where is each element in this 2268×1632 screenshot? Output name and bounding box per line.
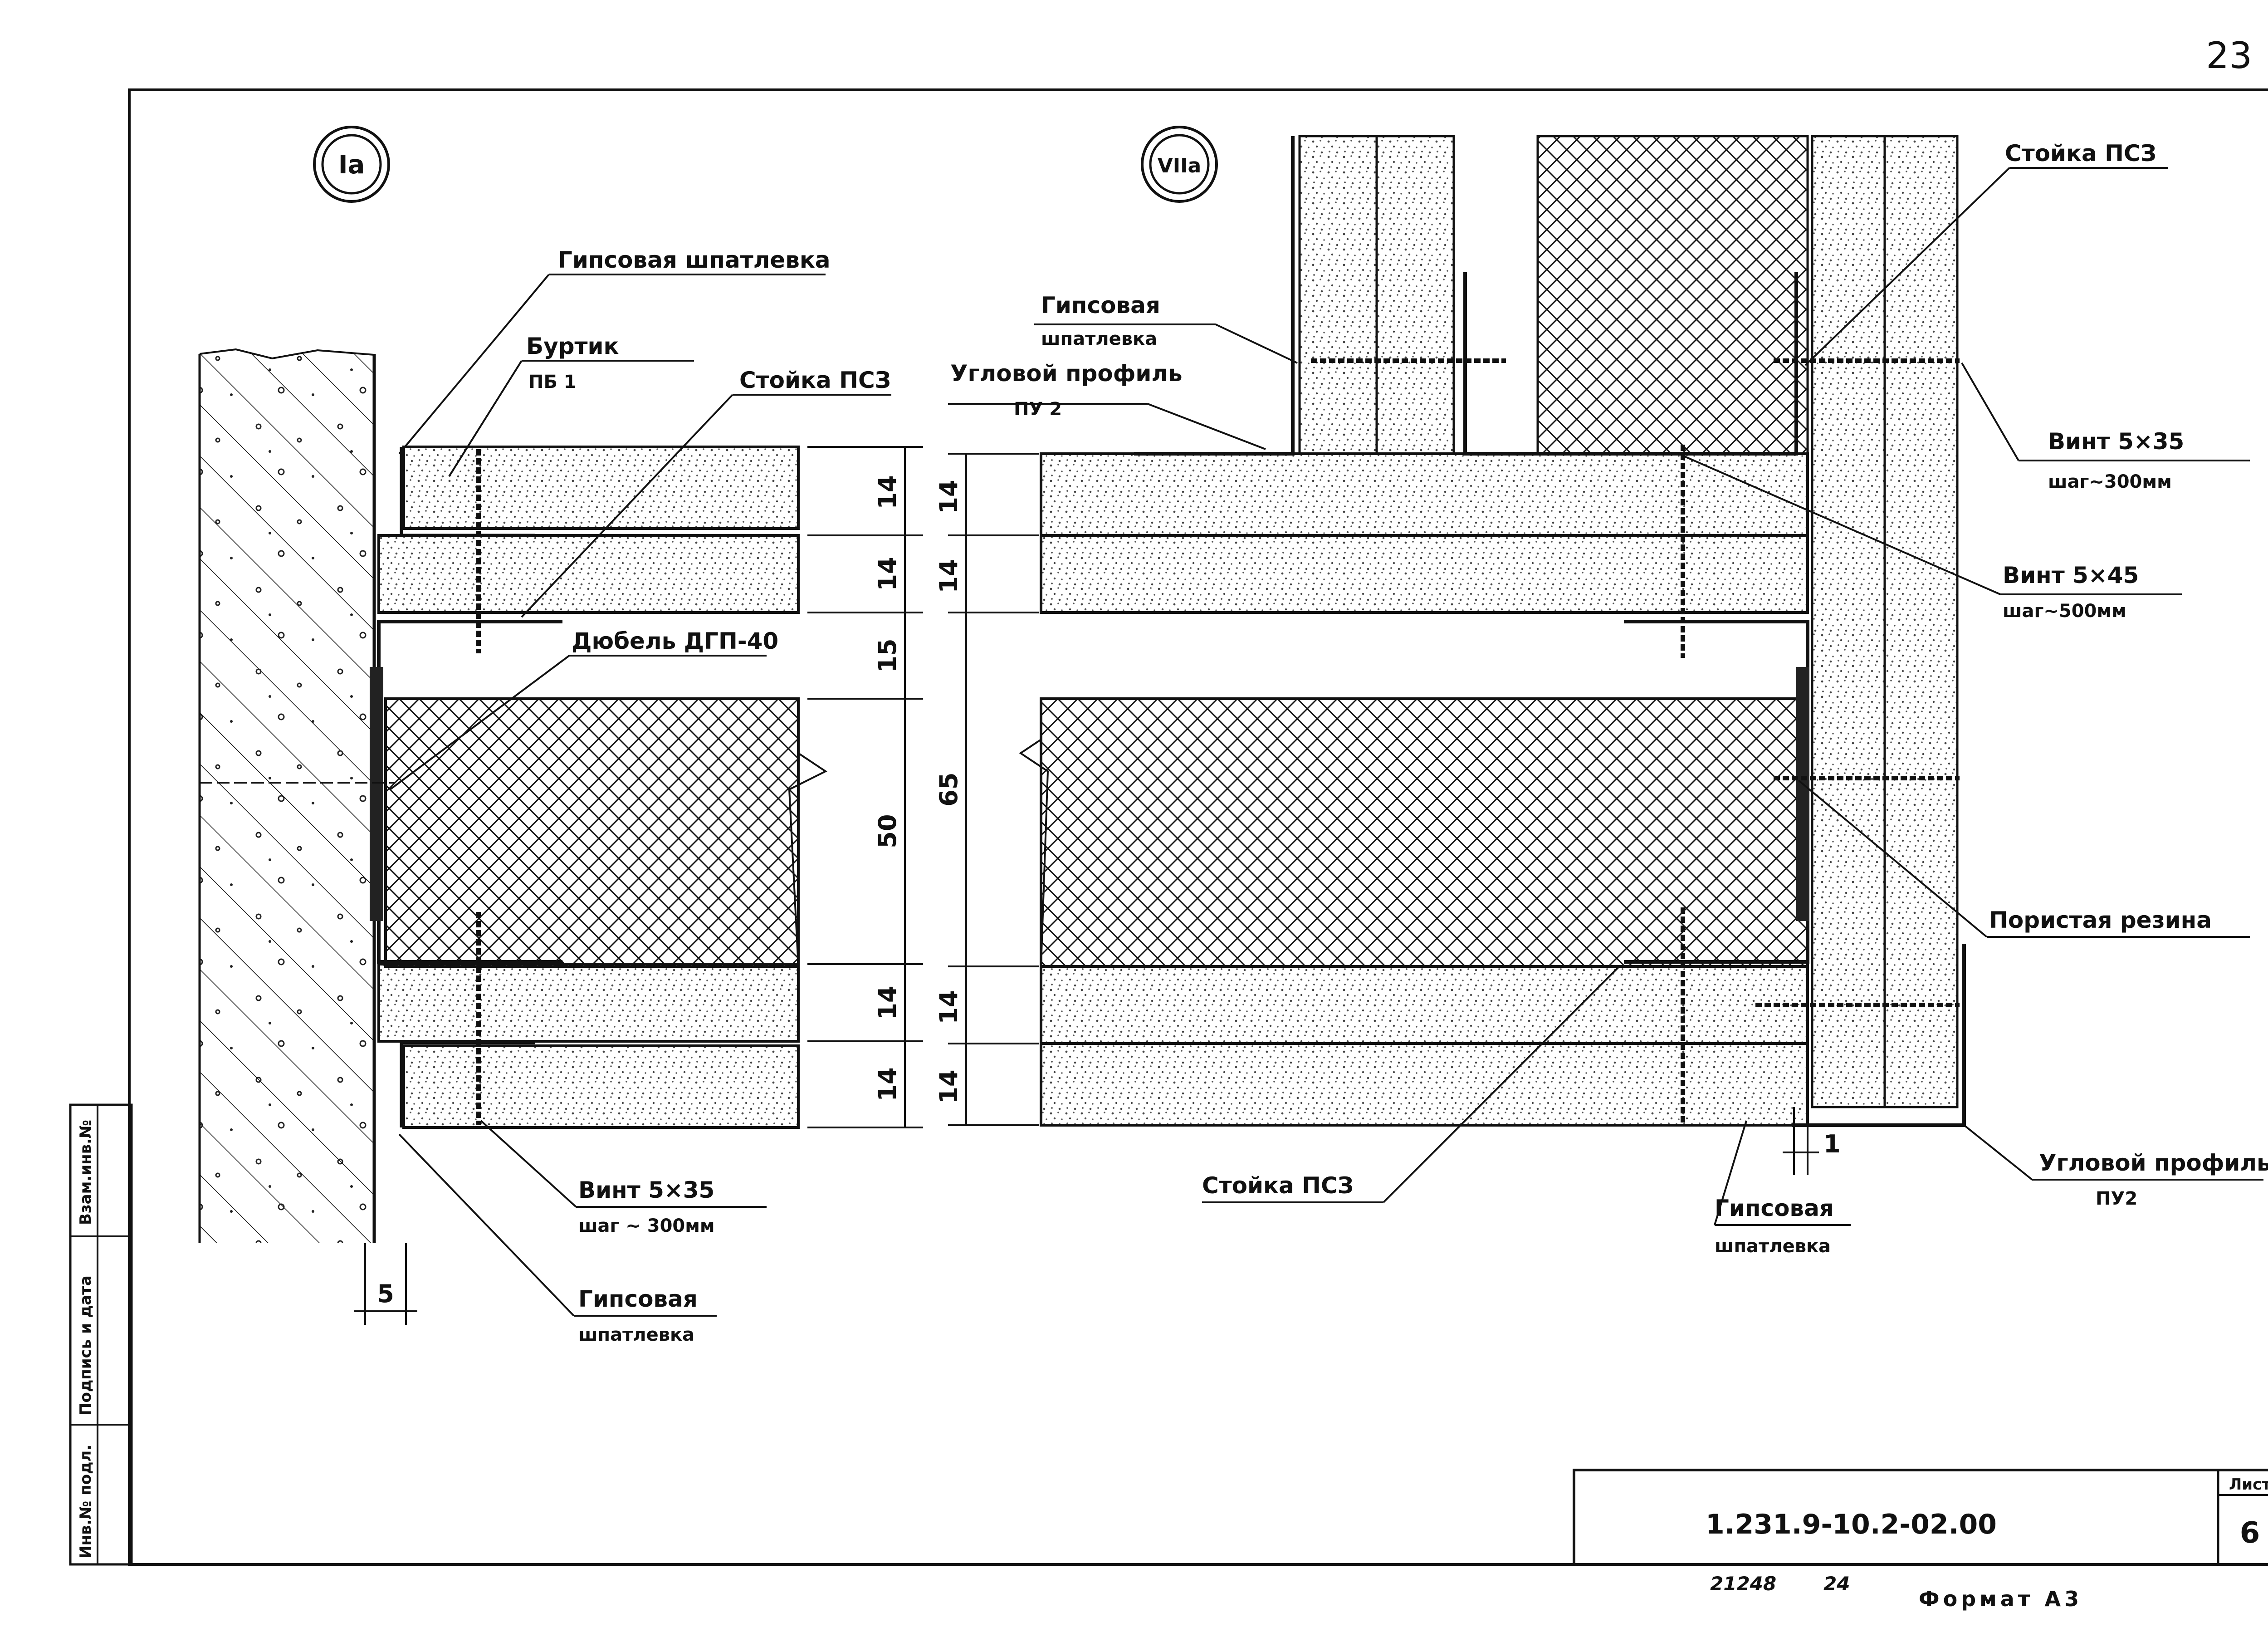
porous-rubber-right bbox=[1796, 667, 1809, 921]
label-bead-sub: ПБ 1 bbox=[528, 372, 577, 392]
porous-rubber-left bbox=[370, 667, 383, 921]
dimension-chain-left bbox=[807, 446, 923, 1128]
dim-right-2: 14 bbox=[934, 559, 963, 593]
label-corner-profile-bottom-sub: ПУ2 bbox=[2096, 1188, 2137, 1209]
sheet-number: 23 bbox=[2206, 34, 2252, 77]
detail-mark-left: Ia bbox=[313, 126, 390, 203]
gap-dimension-right bbox=[1783, 1107, 1819, 1175]
dim-left-1: 14 bbox=[873, 475, 902, 509]
archive-page: 24 bbox=[1823, 1573, 1850, 1595]
label-screw-left: Винт 5×35 bbox=[578, 1177, 714, 1203]
sheet-value: 6 bbox=[2240, 1516, 2260, 1550]
label-putty-top-right: Гипсовая bbox=[1041, 292, 1160, 319]
label-dowel: Дюбель ДГП-40 bbox=[572, 628, 778, 654]
label-screw35-right-sub: шаг~300мм bbox=[2048, 471, 2172, 492]
break-left bbox=[788, 699, 827, 967]
side-stamp-sign-date: Подпись и дата bbox=[77, 1275, 95, 1416]
board-top-outer bbox=[402, 446, 800, 530]
gap-dimension-left bbox=[354, 1243, 417, 1325]
side-stamp: Взам.инв.№ Подпись и дата Инв.№ подл. bbox=[69, 1103, 133, 1566]
dim-right-1: 14 bbox=[934, 480, 963, 514]
archive-number: 21248 bbox=[1710, 1573, 1776, 1595]
gap-dim-right: 1 bbox=[1823, 1130, 1841, 1158]
label-screw35-right: Винт 5×35 bbox=[2048, 428, 2184, 455]
svg-text:VIIa: VIIa bbox=[1158, 154, 1202, 177]
right-board-1 bbox=[1811, 135, 1886, 1108]
right-board-bottom-inner bbox=[1040, 965, 1809, 1045]
label-stud-top-right: Стойка ПСЗ bbox=[2005, 140, 2156, 167]
title-block: 1.231.9-10.2-02.00 Лист 6 bbox=[1573, 1469, 2268, 1566]
board-bottom-outer bbox=[402, 1044, 800, 1129]
label-screw45-right-sub: шаг~500мм bbox=[2003, 601, 2126, 622]
insulation-right bbox=[1040, 697, 1809, 968]
side-stamp-inv-podl: Инв.№ подл. bbox=[77, 1445, 95, 1558]
label-corner-profile-top: Угловой профиль bbox=[950, 360, 1183, 387]
bead-top bbox=[400, 447, 535, 537]
doc-code: 1.231.9-10.2-02.00 bbox=[1706, 1509, 1997, 1540]
bead-bottom bbox=[400, 1041, 535, 1127]
svg-text:Ia: Ia bbox=[338, 150, 365, 180]
label-putty-bottom-right-sub: шпатлевка bbox=[1715, 1236, 1831, 1257]
board-bottom-inner bbox=[377, 963, 800, 1043]
break-right bbox=[1019, 699, 1049, 967]
right-board-top-inner bbox=[1040, 534, 1809, 614]
corner-profile-top bbox=[1134, 136, 1295, 456]
upper-board-2 bbox=[1375, 135, 1455, 455]
dim-left-2: 14 bbox=[873, 557, 902, 591]
dim-left-6: 14 bbox=[873, 1067, 902, 1101]
label-putty-bottom-right: Гипсовая bbox=[1715, 1195, 1834, 1221]
gap-dim-left: 5 bbox=[377, 1279, 394, 1308]
dim-left-3: 15 bbox=[873, 638, 902, 672]
detail-Ia: Ia bbox=[198, 126, 923, 1345]
leaders-right bbox=[948, 167, 2263, 1226]
right-board-2 bbox=[1883, 135, 1959, 1108]
label-putty-top-right-sub: шпатлевка bbox=[1041, 328, 1157, 349]
insulation-left bbox=[384, 697, 800, 968]
label-corner-profile-top-sub: ПУ 2 bbox=[1014, 399, 1062, 420]
leaders-left bbox=[389, 274, 891, 1317]
board-top-inner bbox=[377, 534, 800, 614]
label-screw-left-sub: шаг ~ 300мм bbox=[578, 1215, 715, 1236]
label-gypsum-putty-top: Гипсовая шпатлевка bbox=[558, 247, 831, 273]
upper-board-1 bbox=[1298, 135, 1378, 455]
label-stud-left: Стойка ПСЗ bbox=[739, 367, 891, 393]
side-stamp-vzam: Взам.инв.№ bbox=[77, 1120, 95, 1225]
dim-right-4: 14 bbox=[934, 990, 963, 1024]
label-corner-profile-bottom: Угловой профиль bbox=[2039, 1150, 2268, 1176]
detail-mark-right: VIIa bbox=[1141, 126, 1218, 203]
dimension-chain-right bbox=[948, 453, 1039, 1126]
format-label: Формат А3 bbox=[1919, 1587, 2082, 1611]
upper-insulation bbox=[1536, 135, 1809, 455]
sheet-label: Лист bbox=[2229, 1475, 2268, 1494]
label-bead: Буртик bbox=[526, 333, 619, 359]
right-board-bottom-outer bbox=[1040, 1042, 1809, 1127]
label-stud-bottom-right: Стойка ПСЗ bbox=[1202, 1172, 1354, 1199]
label-porous-rubber: Пористая резина bbox=[1989, 907, 2212, 933]
concrete-wall bbox=[198, 348, 376, 1243]
dim-left-5: 14 bbox=[873, 985, 902, 1019]
dim-left-4: 50 bbox=[873, 814, 902, 848]
label-putty-bottom-left-sub: шпатлевка bbox=[578, 1324, 694, 1345]
right-board-top-outer bbox=[1040, 452, 1809, 537]
dim-right-5: 14 bbox=[934, 1069, 963, 1103]
detail-VIIa: VIIa bbox=[934, 126, 2268, 1257]
sheet-frame bbox=[128, 88, 2268, 1566]
dim-right-3: 65 bbox=[934, 772, 963, 806]
label-screw45-right: Винт 5×45 bbox=[2003, 562, 2139, 588]
label-putty-bottom-left: Гипсовая bbox=[578, 1286, 698, 1312]
